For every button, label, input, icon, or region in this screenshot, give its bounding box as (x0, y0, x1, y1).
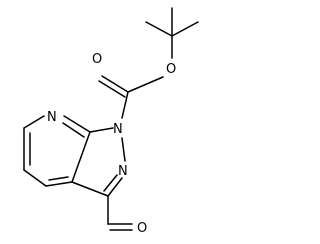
bond-o-ester-carbonyl-c (127, 76, 164, 93)
atom-n1: N (113, 122, 123, 137)
atom-o-carbonyl: O (92, 52, 102, 67)
bond-c4-c3a (45, 181, 73, 187)
bond-c4-c3a-inner (48, 176, 69, 181)
bond-n2-c3-double-1 (107, 177, 123, 197)
bond-carbonyl-double-1 (101, 75, 129, 93)
bond-n2-c3-double-2 (103, 174, 118, 192)
atom-o-aldehyde: O (137, 221, 147, 236)
bond-c7a-n7-double-2 (62, 122, 85, 138)
bond-c7a-n7-double-1 (63, 115, 91, 133)
bond-n1-n2 (121, 137, 126, 162)
atom-n2: N (118, 164, 128, 179)
bond-c5-c4 (23, 169, 47, 187)
bond-tbu-methyl-right (171, 21, 199, 37)
bond-c3a-c7a (71, 131, 91, 183)
structure-canvas: O O N N N O (23, 7, 199, 236)
bond-tbu-methyl-left (145, 21, 173, 37)
chemical-structure: O O N N N O (23, 7, 199, 236)
bond-carbonyl-double-2 (98, 80, 126, 98)
bond-n7-c6 (23, 115, 45, 129)
bond-c3-c3a (71, 181, 109, 197)
atom-n-pyridine: N (47, 110, 57, 125)
atom-o-ester: O (166, 62, 176, 77)
bond-n1-c7a (89, 127, 114, 133)
bond-carbonyl-n1 (121, 91, 129, 119)
